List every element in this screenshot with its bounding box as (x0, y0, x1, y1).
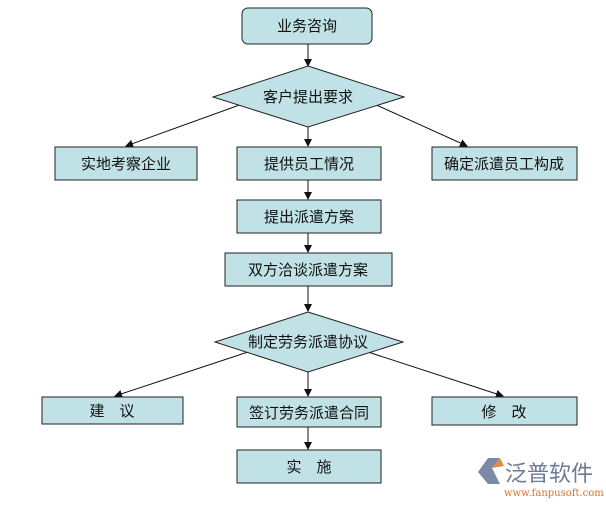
arrow (125, 102, 246, 148)
connectors (114, 44, 504, 450)
node-sign: 签订劳务派遣合同 (236, 396, 382, 428)
arrow (371, 102, 468, 147)
node-inspect: 实地考察企业 (54, 146, 198, 181)
arrow (367, 351, 504, 398)
logo-name: 泛普软件 (505, 462, 593, 487)
node-label: 提供员工情况 (264, 155, 354, 173)
arrow (114, 351, 249, 398)
node-consult: 业务咨询 (241, 7, 373, 45)
node-label: 提出派遣方案 (264, 208, 354, 226)
node-label: 制定劳务派遣协议 (248, 333, 368, 351)
node-determine: 确定派遣员工构成 (431, 146, 578, 181)
decision-agreement: 制定劳务派遣协议 (213, 311, 405, 373)
node-label: 签订劳务派遣合同 (249, 404, 369, 422)
logo: 泛普软件 www.fanpusoft.com (478, 458, 604, 499)
logo-url: www.fanpusoft.com (504, 488, 604, 499)
node-label: 双方洽谈派遣方案 (248, 261, 368, 279)
node-provide: 提供员工情况 (236, 146, 382, 181)
node-label: 确定派遣员工构成 (444, 155, 564, 173)
node-label: 实 施 (286, 458, 331, 476)
node-implement: 实 施 (236, 449, 382, 484)
node-modify: 修 改 (431, 396, 578, 426)
node-label: 实地考察企业 (81, 155, 171, 173)
node-label: 修 改 (481, 403, 526, 421)
node-negotiate: 双方洽谈派遣方案 (224, 252, 393, 287)
node-label: 建 议 (89, 402, 134, 420)
node-suggest: 建 议 (41, 396, 184, 425)
node-label: 业务咨询 (277, 17, 337, 35)
node-label: 客户提出要求 (263, 88, 353, 106)
decision-request: 客户提出要求 (211, 65, 406, 128)
node-propose: 提出派遣方案 (236, 199, 382, 234)
logo-mark-icon (478, 458, 504, 484)
